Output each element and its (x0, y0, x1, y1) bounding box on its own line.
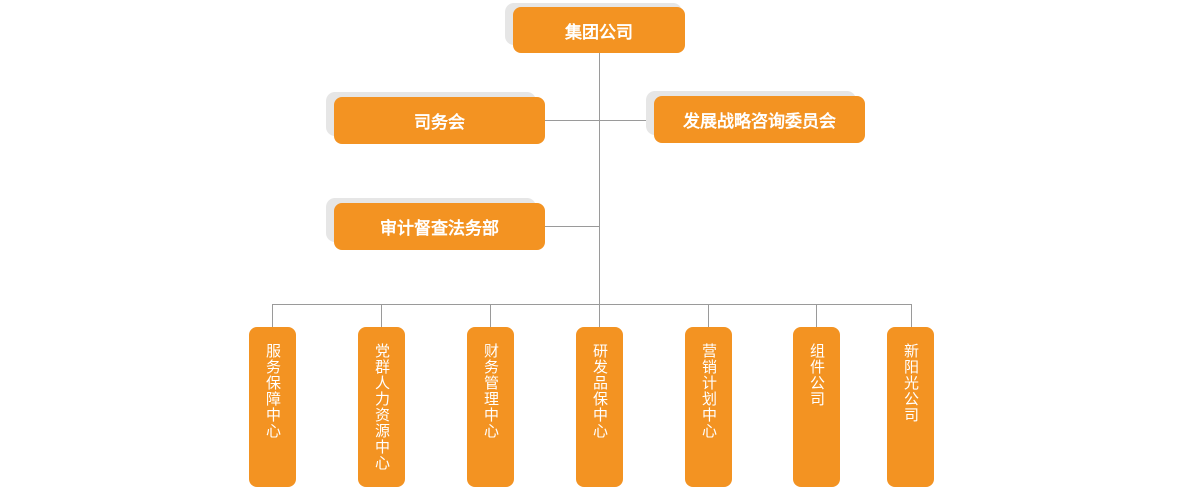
department-label: 研发品保中心 (591, 343, 609, 439)
department-label: 组件公司 (808, 343, 826, 407)
department-node[interactable]: 党群人力资源中心 (358, 327, 405, 487)
department-label: 新阳光公司 (902, 343, 920, 423)
department-node[interactable]: 服务保障中心 (249, 327, 296, 487)
root-node-label: 集团公司 (565, 22, 633, 43)
department-node[interactable]: 财务管理中心 (467, 327, 514, 487)
root-node[interactable]: 集团公司 (513, 7, 685, 53)
department-node[interactable]: 新阳光公司 (887, 327, 934, 487)
department-node[interactable]: 研发品保中心 (576, 327, 623, 487)
staff-node-council[interactable]: 司务会 (334, 97, 545, 144)
department-label: 营销计划中心 (700, 343, 718, 439)
department-label: 服务保障中心 (264, 343, 282, 439)
staff-node-label: 发展战略咨询委员会 (683, 112, 836, 132)
staff-node-audit[interactable]: 审计督查法务部 (334, 203, 545, 250)
department-node[interactable]: 营销计划中心 (685, 327, 732, 487)
staff-node-label: 司务会 (414, 113, 465, 133)
staff-node-strategy-committee[interactable]: 发展战略咨询委员会 (654, 96, 865, 143)
department-label: 党群人力资源中心 (373, 343, 391, 471)
staff-node-label: 审计督查法务部 (380, 219, 499, 239)
department-node[interactable]: 组件公司 (793, 327, 840, 487)
department-label: 财务管理中心 (482, 343, 500, 439)
